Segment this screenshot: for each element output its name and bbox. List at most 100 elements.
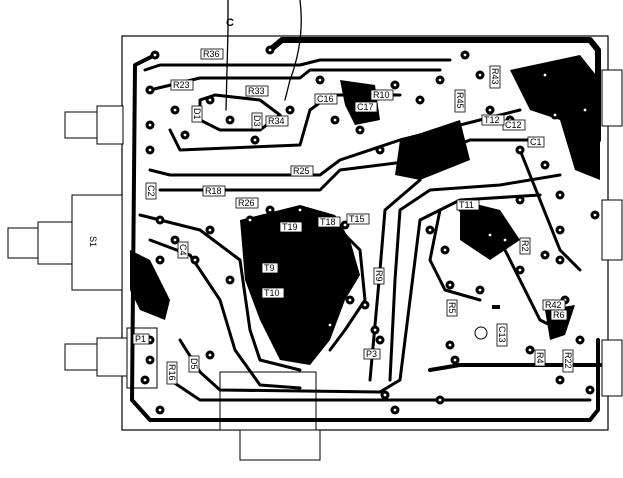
label-text: R43 [490,68,500,85]
component-label-t10: T10 [261,287,285,299]
pad-hole [358,128,362,132]
label-text: R25 [293,166,310,176]
label-text: D3 [252,115,262,127]
connector-right-1 [601,69,623,127]
label-text: C12 [505,120,522,130]
pad-hole [543,253,547,257]
label-box [202,185,226,197]
label-text: D1 [192,108,202,120]
component-label-r2: R2 [519,237,531,255]
switch-s1: S1 [7,194,123,291]
pad-hole [208,98,212,102]
label-text: R4 [535,352,545,364]
component-label-c2: C2 [145,182,157,200]
label-text: R18 [205,186,222,196]
pad-hole [148,148,152,152]
label-text: C17 [357,102,374,112]
label-text: T11 [459,200,474,210]
component-label-c13: C13 [496,323,508,347]
label-box [290,165,314,177]
switch-label: S1 [88,236,98,247]
component-label-r43: R43 [489,65,501,89]
wire-label: C [226,17,234,29]
label-text: R2 [520,240,530,252]
pad-hole [228,278,232,282]
component-label-c12: C12 [502,119,526,131]
pad-hole [583,108,587,112]
component-label-r16: R16 [166,361,178,385]
component-label-r26: R26 [235,197,259,209]
component-label-r18: R18 [202,185,226,197]
label-text: C16 [317,94,334,104]
component-label-r9: R9 [373,267,385,285]
label-box [550,309,568,321]
pad-hole [173,238,177,242]
component-label-d1: D1 [191,105,203,123]
pad-hole [343,223,347,227]
pad-hole [148,123,152,127]
pad-hole [558,228,562,232]
label-text: R16 [167,364,177,381]
pad-hole [158,258,162,262]
pad-hole [438,398,442,402]
pad-hole [348,298,352,302]
pad-hole [463,53,467,57]
component-label-c4: C4 [177,241,189,259]
component-label-r34: R34 [265,115,289,127]
label-box [496,323,508,347]
label-box [346,213,370,225]
pad-hole [478,288,482,292]
label-box [446,299,458,317]
pad-hole [488,233,492,237]
pad-hole [378,148,382,152]
label-box [170,79,194,91]
pad-hole [518,198,522,202]
pad-hole [453,358,457,362]
label-text: C2 [146,185,156,197]
pad-hole [443,248,447,252]
pad-hole [378,338,382,342]
label-box [279,221,303,233]
label-box [317,216,341,228]
pad-hole [208,353,212,357]
pad-hole [288,108,292,112]
label-box [489,65,501,89]
pad-hole [373,328,377,332]
component-label-t15: T15 [346,213,370,225]
label-text: T18 [320,217,336,227]
connector-right-2 [601,199,623,261]
pad-hole [183,133,187,137]
label-box [534,349,546,367]
label-box [251,112,263,130]
pad-hole [158,218,162,222]
pad-hole [593,213,597,217]
label-box [481,114,505,126]
pad-hole [518,268,522,272]
pad-hole [228,118,232,122]
jack-top [64,105,124,145]
pad-hole [148,358,152,362]
pad-hole [268,48,272,52]
label-text: P3 [366,349,377,359]
label-box [245,85,269,97]
pad-hole [298,208,302,212]
pad-hole [588,388,592,392]
pad-hole [488,108,492,112]
pad-hole [173,108,177,112]
label-text: R9 [374,270,384,282]
pad-hole [558,258,562,262]
connector-bottom [239,429,321,461]
label-box [373,267,385,285]
label-text: C13 [497,326,507,343]
pad-hole [518,148,522,152]
label-text: D5 [189,358,199,370]
pad-hole [318,78,322,82]
component-label-t19: T19 [279,221,303,233]
component-label-r5: R5 [446,299,458,317]
component-label-r33: R33 [245,85,269,97]
pad-hole [268,208,272,212]
component-label-c16: C16 [314,93,338,105]
pad-hole [148,88,152,92]
label-text: R42 [545,300,562,310]
label-box [456,199,480,211]
